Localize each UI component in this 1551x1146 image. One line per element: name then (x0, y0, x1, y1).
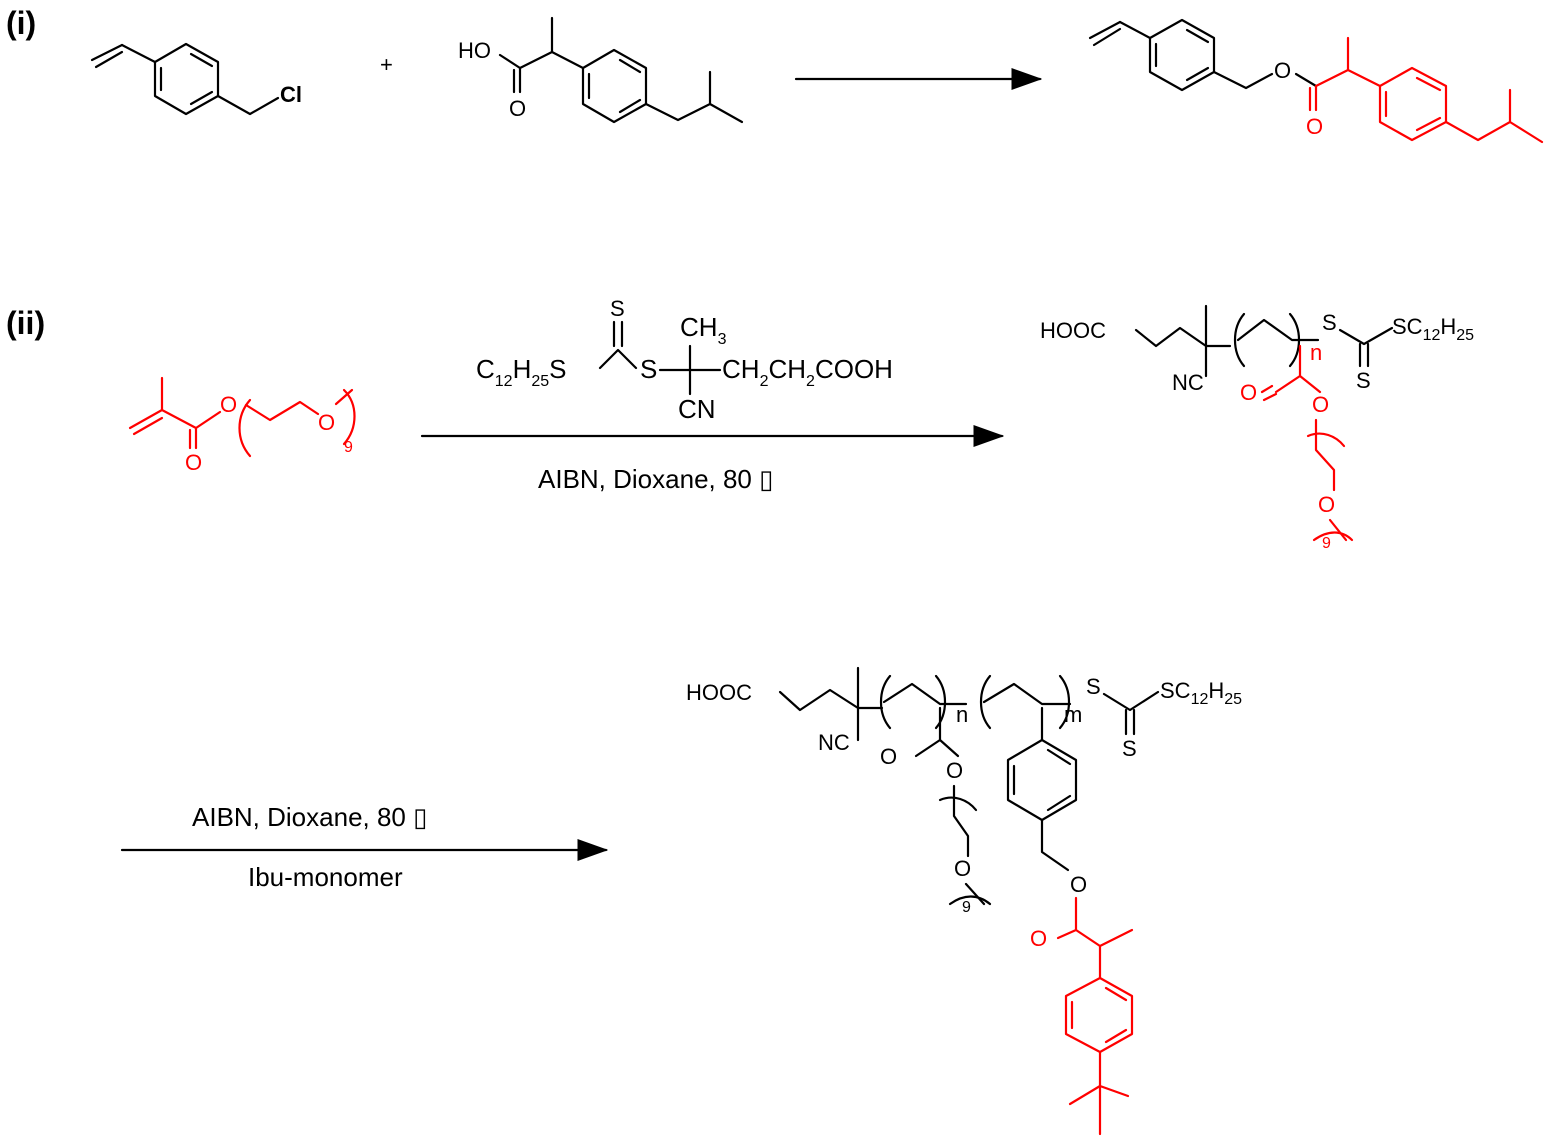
p1-hooc: HOOC (1040, 318, 1106, 343)
pegma-ester-o: O (220, 392, 237, 417)
ibu-carbonyl-o-label: O (1306, 114, 1323, 139)
vinylbenzyl-chloride: Cl (90, 42, 302, 116)
panel-label-ii: (ii) (6, 305, 45, 341)
p2-n: n (956, 702, 968, 727)
p2-s1: S (1086, 674, 1101, 699)
p2-benzyl-o: O (1070, 872, 1087, 897)
pegma-ether-o: O (318, 410, 335, 435)
p1-n: n (1310, 340, 1322, 365)
pegma-repeat: 9 (344, 439, 353, 456)
ibuprofen: HO O (458, 16, 744, 124)
raft-agent: S C12H25S S CH3 CH2CH2COOH CN (476, 296, 893, 424)
p2-hooc: HOOC (686, 680, 752, 705)
p2-nc: NC (818, 730, 850, 755)
p2-carbonyl-o: O (880, 744, 897, 769)
p1-s2: S (1356, 368, 1371, 393)
raft-dodecyl: C12H25S (476, 354, 567, 390)
conditions-2: AIBN, Dioxane, 80 ▯ (192, 802, 427, 832)
ester-o-label: O (1274, 58, 1291, 83)
p1-ester-o: O (1312, 392, 1329, 417)
ibu-monomer: O O (1088, 18, 1544, 144)
raft-chain: CH2CH2COOH (722, 354, 893, 390)
raft-thione-s: S (610, 296, 625, 321)
reagent-2: Ibu-monomer (248, 862, 403, 892)
p2-m: m (1064, 702, 1082, 727)
chlorine-label: Cl (280, 82, 302, 107)
p2-ibu-carbonyl-o: O (1030, 926, 1047, 951)
carbonyl-o-label: O (509, 96, 526, 121)
conditions-1: AIBN, Dioxane, 80 ▯ (538, 464, 773, 494)
hydroxyl-label: HO (458, 38, 491, 63)
p2-repeat: 9 (962, 899, 971, 916)
p1-repeat: 9 (1322, 535, 1331, 552)
p2-ether-o: O (954, 856, 971, 881)
panel-label-i: (i) (6, 5, 36, 41)
raft-nitrile: CN (678, 394, 716, 424)
p1-dodecyl: SC12H25 (1392, 314, 1474, 344)
p1-carbonyl-o: O (1240, 380, 1257, 405)
p1-s1: S (1322, 310, 1337, 335)
p2-s2: S (1122, 736, 1137, 761)
pegma-monomer: O O O 9 (128, 376, 356, 475)
p1-ether-o: O (1318, 492, 1335, 517)
p2-dodecyl: SC12H25 (1160, 678, 1242, 708)
raft-s2: S (640, 354, 657, 384)
ppegma-macro-raft: HOOC NC n S S SC12H25 O O O 9 (1040, 304, 1474, 552)
p1-nc: NC (1172, 370, 1204, 395)
pegma-carbonyl-o: O (185, 450, 202, 475)
plus-sign: + (380, 52, 393, 77)
ppegma-b-pibu: HOOC NC n m S S SC12H25 O O O 9 O O (686, 666, 1242, 1136)
raft-methyl: CH3 (680, 312, 727, 348)
p2-ester-o: O (946, 758, 963, 783)
